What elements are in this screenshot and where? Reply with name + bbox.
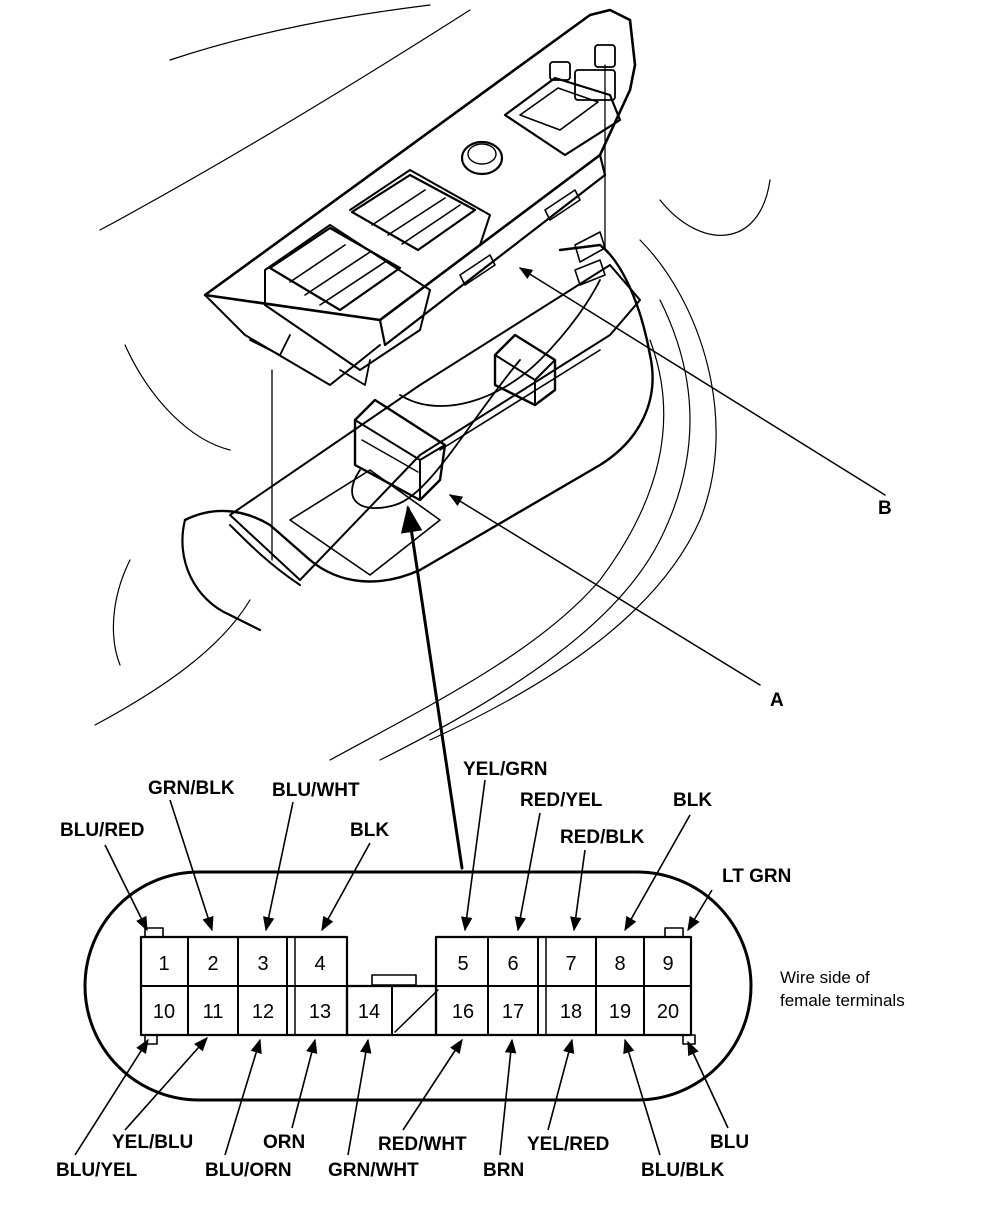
wire-label-16: RED/WHT — [378, 1134, 467, 1155]
wire-leaders — [74, 779, 729, 1156]
wire-label-9: LT GRN — [722, 866, 791, 887]
terminal-13-number: 13 — [309, 1001, 331, 1023]
wire-label-17: BRN — [483, 1160, 524, 1181]
terminal-19-number: 19 — [609, 1001, 631, 1023]
wire-label-13: ORN — [263, 1132, 305, 1153]
terminal-9-number: 9 — [662, 953, 673, 975]
wire-label-12: BLU/ORN — [205, 1160, 292, 1181]
wire-label-8: BLK — [673, 790, 712, 811]
terminal-14-number: 14 — [358, 1001, 380, 1023]
connector-a — [353, 398, 447, 502]
wire-label-2: GRN/BLK — [148, 778, 235, 799]
terminal-17-number: 17 — [502, 1001, 524, 1023]
callout-b-leader — [518, 267, 886, 496]
terminal-4-number: 4 — [314, 953, 325, 975]
terminal-1-number: 1 — [158, 953, 169, 975]
connector-face: 1 2 3 4 5 6 7 8 9 10 11 12 13 14 16 17 1… — [83, 870, 753, 1102]
door-panel-illustration — [94, 4, 886, 870]
wire-label-4: BLK — [350, 820, 389, 841]
callout-a-label: A — [770, 690, 784, 711]
terminal-12-number: 12 — [252, 1001, 274, 1023]
connector-b — [493, 333, 557, 407]
callout-a-leader — [448, 494, 761, 686]
wire-label-3: BLU/WHT — [272, 780, 360, 801]
wire-label-11: YEL/BLU — [112, 1132, 193, 1153]
wire-label-18: YEL/RED — [527, 1134, 609, 1155]
terminal-6-number: 6 — [507, 953, 518, 975]
terminal-2-number: 2 — [207, 953, 218, 975]
wire-label-1: BLU/RED — [60, 820, 144, 841]
wire-label-14: GRN/WHT — [328, 1160, 419, 1181]
terminal-7-number: 7 — [565, 953, 576, 975]
terminal-5-number: 5 — [457, 953, 468, 975]
connector-outline — [83, 870, 753, 1102]
terminal-3-number: 3 — [257, 953, 268, 975]
wire-color-labels: BLU/RED GRN/BLK BLU/WHT BLK YEL/GRN RED/… — [56, 759, 791, 1181]
terminal-10-number: 10 — [153, 1001, 175, 1023]
terminal-18-number: 18 — [560, 1001, 582, 1023]
wire-label-20: BLU — [710, 1132, 749, 1153]
wire-side-note-line2: female terminals — [780, 991, 905, 1010]
terminal-8-number: 8 — [614, 953, 625, 975]
wire-label-5: YEL/GRN — [463, 759, 547, 780]
callout-b-label: B — [878, 498, 892, 519]
connector-view-arrow — [400, 505, 464, 870]
wire-label-10: BLU/YEL — [56, 1160, 138, 1181]
power-window-switch-assembly — [203, 8, 637, 386]
wire-side-note-line1: Wire side of — [780, 968, 870, 987]
wire-label-19: BLU/BLK — [641, 1160, 725, 1181]
terminal-11-number: 11 — [203, 1001, 224, 1023]
terminal-16-number: 16 — [452, 1001, 474, 1023]
wire-label-7: RED/BLK — [560, 827, 645, 848]
wire-label-6: RED/YEL — [520, 790, 603, 811]
terminal-20-number: 20 — [657, 1001, 679, 1023]
